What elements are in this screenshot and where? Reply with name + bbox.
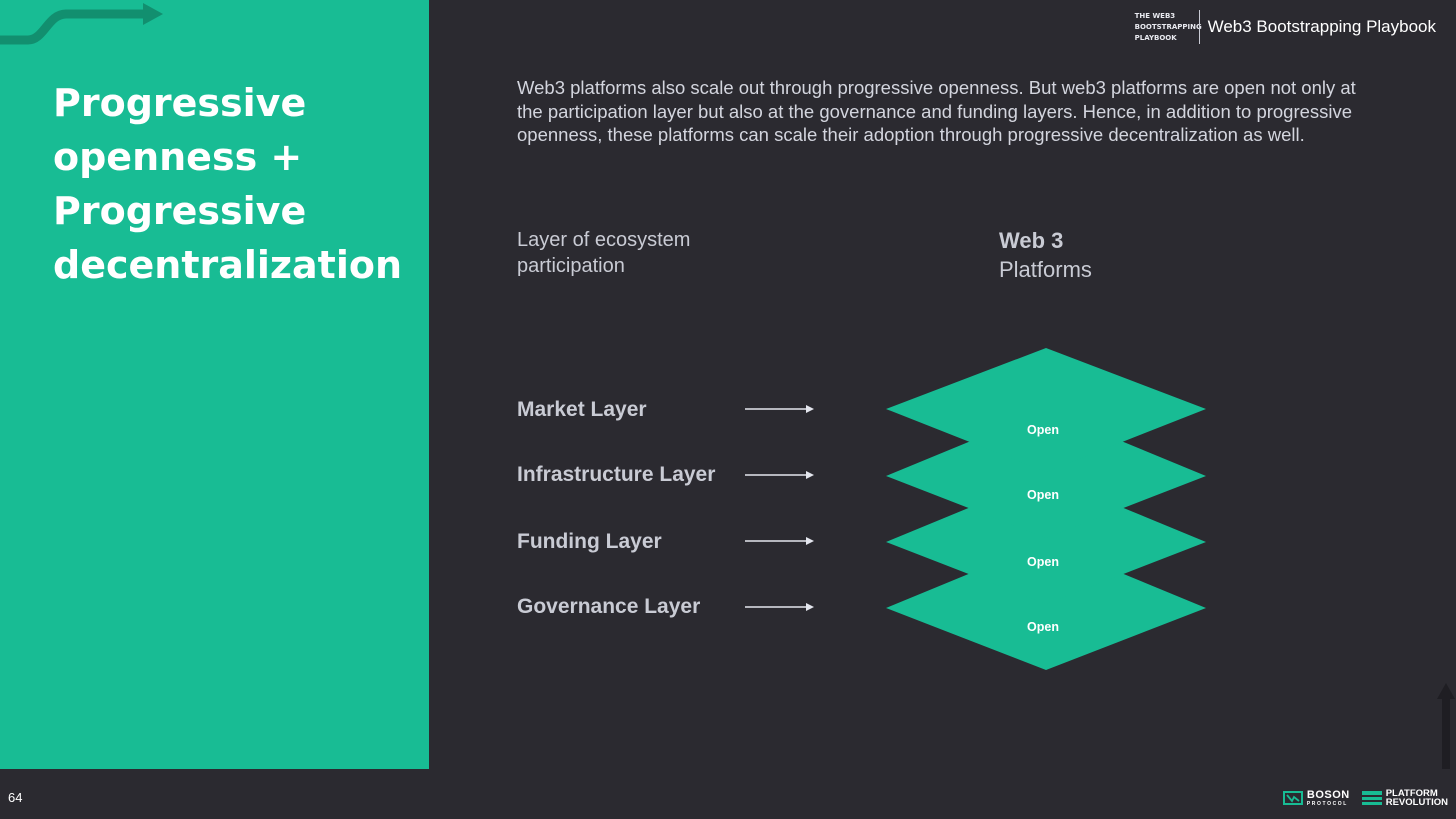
header-title: Web3 Bootstrapping Playbook bbox=[1207, 17, 1436, 36]
layer-diamond-funding bbox=[886, 476, 1206, 604]
boson-logo: BOSON PROTOCOL bbox=[1282, 789, 1350, 807]
right-arrow-icon bbox=[745, 471, 814, 479]
up-arrow-icon bbox=[1437, 683, 1455, 769]
status-label-funding: Open bbox=[1027, 555, 1059, 569]
status-label-infrastructure: Open bbox=[1027, 488, 1059, 502]
platform-heading-bold: Web 3 bbox=[999, 228, 1064, 253]
status-label-market: Open bbox=[1027, 423, 1059, 437]
decorative-arrow-icon bbox=[0, 3, 163, 45]
platform-heading-text: Platforms bbox=[999, 257, 1092, 282]
playbook-small-logo: THE WEB3 BOOTSTRAPPING PLAYBOOK bbox=[1134, 11, 1202, 42]
right-arrow-icon bbox=[745, 603, 814, 611]
layer-diamond-governance bbox=[886, 542, 1206, 670]
platform-revolution-logo-icon bbox=[1361, 791, 1382, 805]
layer-diamond-market bbox=[886, 348, 1206, 472]
layer-label-funding: Funding Layer bbox=[517, 530, 662, 553]
footer-logos: BOSON PROTOCOL PLATFORM REVOLUTION bbox=[1282, 789, 1448, 807]
header-divider bbox=[1198, 10, 1200, 44]
slide-title: Progressive openness + Progressive decen… bbox=[53, 81, 403, 287]
status-label-governance: Open bbox=[1027, 620, 1059, 634]
openness-stack-diagram bbox=[886, 348, 1206, 670]
layer-label-infrastructure: Infrastructure Layer bbox=[517, 463, 716, 486]
layer-label-governance: Governance Layer bbox=[517, 595, 701, 618]
page-number: 64 bbox=[8, 790, 23, 805]
title-panel: Progressive openness + Progressive decen… bbox=[0, 0, 429, 769]
platform-revolution-logo: PLATFORM REVOLUTION bbox=[1361, 789, 1448, 807]
platform-column-heading: Web 3 Platforms bbox=[999, 226, 1092, 284]
layer-column-heading: Layer of ecosystem participation bbox=[517, 229, 691, 277]
layer-diamond-infrastructure bbox=[886, 410, 1206, 538]
right-arrow-icon bbox=[745, 537, 814, 545]
intro-paragraph: Web3 platforms also scale out through pr… bbox=[517, 77, 1356, 145]
boson-logo-icon bbox=[1282, 791, 1303, 805]
layer-label-market: Market Layer bbox=[517, 398, 647, 421]
header: THE WEB3 BOOTSTRAPPING PLAYBOOK Web3 Boo… bbox=[1135, 10, 1436, 44]
right-arrow-icon bbox=[745, 405, 814, 413]
